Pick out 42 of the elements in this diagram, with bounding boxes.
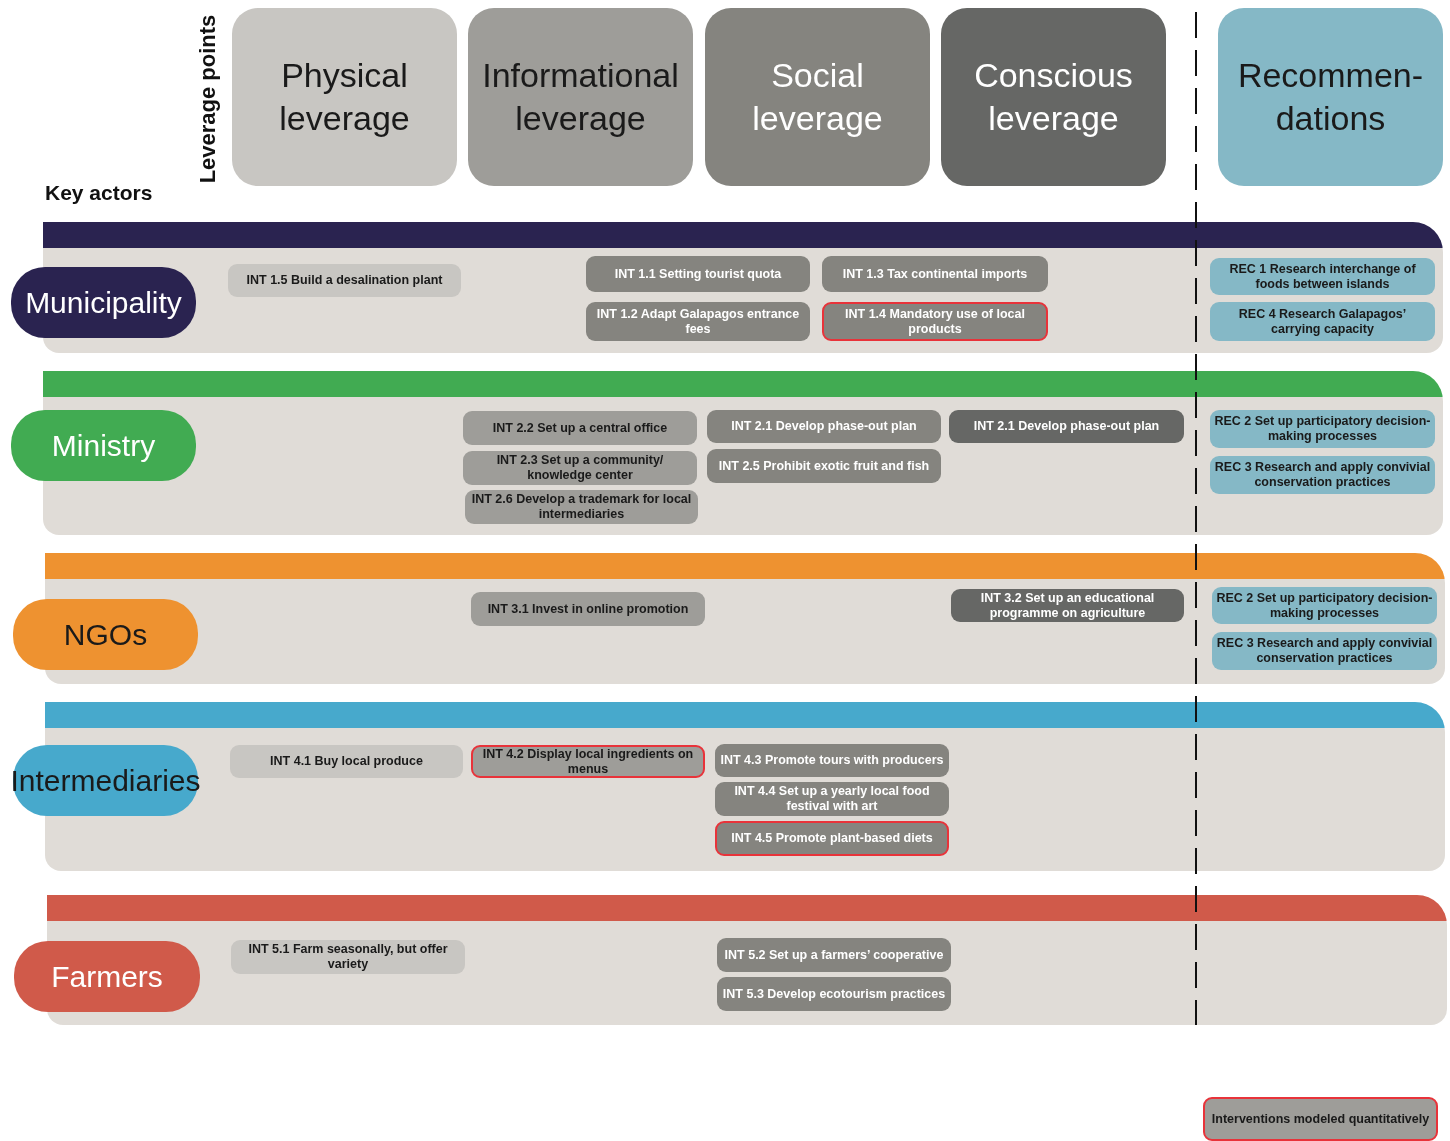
intervention-box: INT 5.3 Develop ecotourism practices [717, 977, 951, 1011]
actor-lane [47, 895, 1447, 1025]
intervention-box: INT 4.2 Display local ingredients on menus [471, 745, 705, 778]
intervention-box: INT 2.1 Develop phase-out plan [707, 410, 941, 443]
recommendation-box: REC 2 Set up participatory decision-making processes [1210, 410, 1435, 448]
actor-lane [45, 553, 1445, 684]
leverage-header: Social leverage [705, 8, 930, 186]
leverage-header: Physical leverage [232, 8, 457, 186]
recommendation-box: REC 3 Research and apply convivial conservation practices [1210, 456, 1435, 494]
intervention-box: INT 1.5 Build a desalination plant [228, 264, 461, 297]
actor-pill: Ministry [11, 410, 196, 481]
recommendation-box: REC 1 Research interchange of foods between islands [1210, 258, 1435, 295]
recommendation-box: REC 4 Research Galapagos’ carrying capacity [1210, 302, 1435, 341]
intervention-box: INT 2.3 Set up a community/ knowledge center [463, 451, 697, 485]
leverage-header: Recommen- dations [1218, 8, 1443, 186]
intervention-box: INT 1.3 Tax continental imports [822, 256, 1048, 292]
recommendation-box: REC 2 Set up participatory decision-making processes [1212, 587, 1437, 624]
intervention-box: INT 1.2 Adapt Galapagos entrance fees [586, 302, 810, 341]
intervention-box: INT 1.1 Setting tourist quota [586, 256, 810, 292]
intervention-box: INT 3.2 Set up an educational programme on agriculture [951, 589, 1184, 622]
leverage-header: Informational leverage [468, 8, 693, 186]
actor-pill: Municipality [11, 267, 196, 338]
axis-label: Key actors [45, 181, 153, 205]
intervention-box: INT 2.1 Develop phase-out plan [949, 410, 1184, 443]
intervention-box: INT 1.4 Mandatory use of local products [822, 302, 1048, 341]
recommendation-box: REC 3 Research and apply convivial conservation practices [1212, 632, 1437, 670]
intervention-box: INT 4.1 Buy local produce [230, 745, 463, 778]
actor-pill: NGOs [13, 599, 198, 670]
intervention-box: INT 4.5 Promote plant-based diets [715, 821, 949, 856]
intervention-box: INT 4.3 Promote tours with producers [715, 744, 949, 777]
intervention-box: INT 5.2 Set up a farmers’ cooperative [717, 938, 951, 972]
legend-item: Interventions modeled quantitatively [1203, 1097, 1438, 1141]
axis-label: Leverage points [195, 13, 221, 186]
intervention-box: INT 2.5 Prohibit exotic fruit and fish [707, 449, 941, 483]
intervention-box: INT 2.6 Develop a trademark for local intermediaries [465, 490, 698, 524]
intervention-box: INT 2.2 Set up a central office [463, 411, 697, 445]
intervention-box: INT 3.1 Invest in online promotion [471, 592, 705, 626]
leverage-header: Conscious leverage [941, 8, 1166, 186]
actor-pill: Farmers [14, 941, 200, 1012]
intervention-box: INT 4.4 Set up a yearly local food festival with art [715, 782, 949, 816]
intervention-box: INT 5.1 Farm seasonally, but offer variety [231, 940, 465, 974]
actor-lane [43, 371, 1443, 535]
